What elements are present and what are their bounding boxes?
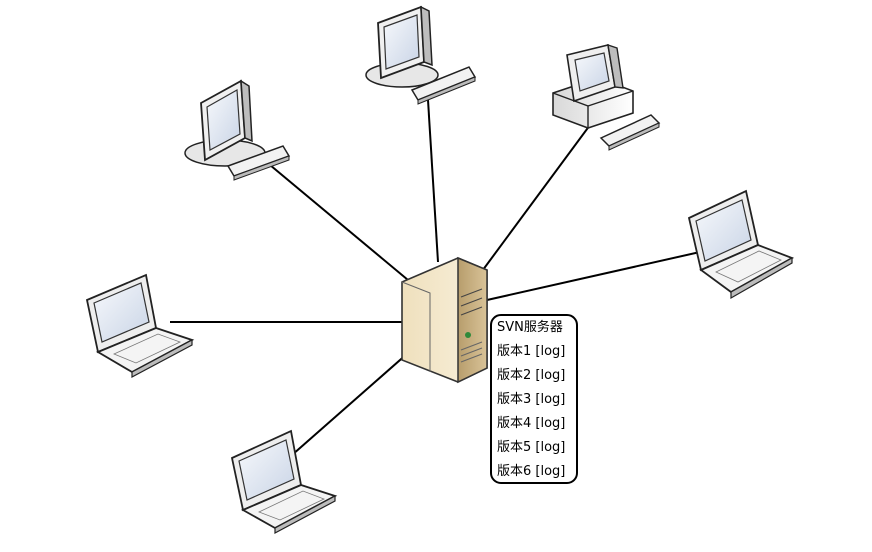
laptop-icon [230, 429, 338, 534]
desktop-tower-icon [552, 43, 661, 151]
server-icon [401, 256, 488, 384]
svn-version-panel: SVN服务器 版本1 [log] 版本2 [log] 版本3 [log] 版本4… [490, 314, 578, 484]
version-item: 版本6 [log] [497, 464, 565, 479]
version-item: 版本3 [log] [497, 392, 565, 407]
desktop-monitor-icon [365, 5, 477, 105]
laptop-icon [85, 273, 195, 378]
version-item: 版本1 [log] [497, 344, 565, 359]
version-item: 版本2 [log] [497, 368, 565, 383]
version-item: 版本4 [log] [497, 416, 565, 431]
connection-lines [170, 99, 701, 456]
laptop-icon [687, 189, 795, 300]
link-laptop-bottom [291, 352, 409, 456]
link-tower-right [473, 124, 591, 283]
desktop-monitor-icon [184, 79, 291, 181]
link-laptop-right [486, 251, 701, 301]
version-item: 版本5 [log] [497, 440, 565, 455]
link-desktop-left [269, 164, 409, 281]
server-title: SVN服务器 [497, 319, 563, 335]
link-desktop-top [427, 99, 439, 263]
